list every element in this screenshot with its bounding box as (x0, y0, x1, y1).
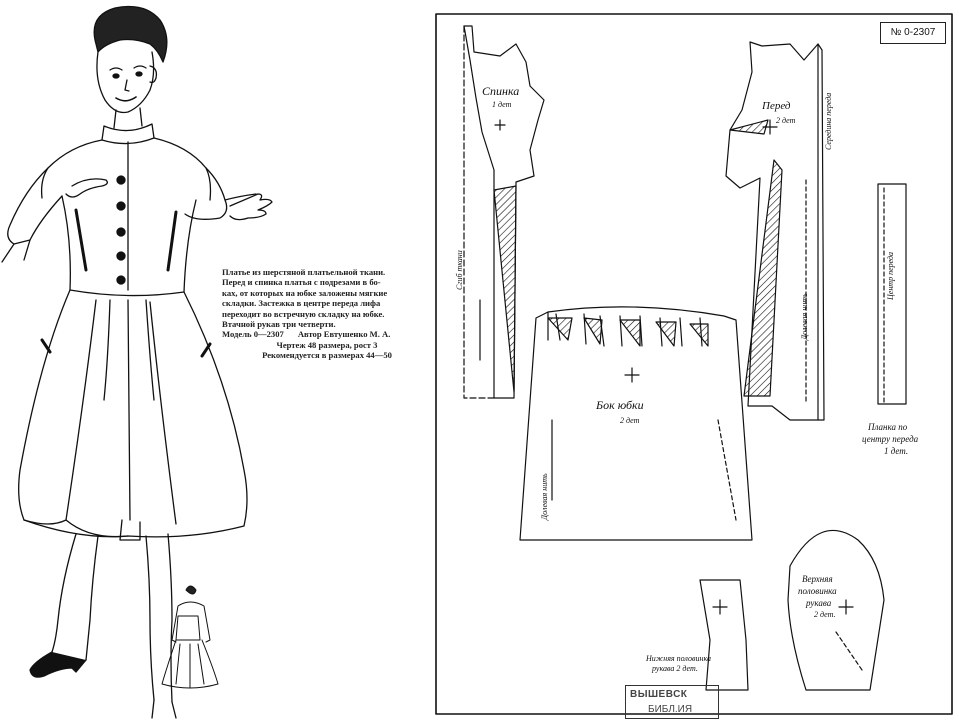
description-line: переходит во встречную складку на юбке. (222, 308, 385, 319)
skirt-pleats (547, 317, 709, 347)
recommended-sizes: Рекомендуется в размерах 44—50 (262, 350, 392, 361)
front-piece-count: 2 дет (776, 116, 796, 125)
lower-sleeve-name-line1: Нижняя половинка (646, 654, 711, 663)
front-middle-label: Середина переда (824, 92, 833, 150)
right-hand (229, 193, 273, 221)
stamp-text-line1: ВЫШЕВСК (630, 689, 688, 700)
shoe-right (151, 699, 177, 719)
library-stamp: ВЫШЕВСК БИБЛ.ИЯ (625, 685, 719, 719)
placket-piece (877, 183, 907, 405)
description-line: Перед и спинка платья с подрезами в бо- (222, 277, 381, 288)
button (116, 201, 126, 211)
upper-sleeve-name-line3: рукава (806, 598, 832, 608)
lower-sleeve-name-line2: рукава 2 дет. (652, 664, 698, 673)
lower-sleeve-piece (699, 579, 749, 691)
placket-center-label: Центр переда (886, 251, 895, 300)
dress-description: Платье из шерстяной платьельной ткани. П… (222, 267, 432, 361)
back-view-thumbnail (161, 585, 219, 689)
button (116, 175, 126, 185)
upper-sleeve-count: 2 дет. (814, 610, 836, 619)
description-line: Втачной рукав три четверти. (222, 319, 336, 330)
right-sleeve (184, 167, 228, 220)
back-piece (463, 25, 545, 399)
left-sleeve (7, 167, 63, 245)
bodice (40, 137, 212, 201)
skirt (18, 289, 248, 538)
skirt-piece (519, 306, 753, 541)
front-grain-label: Долевая нить (800, 293, 809, 340)
back-dart (493, 185, 517, 393)
skirt-piece-name: Бок юбки (596, 398, 644, 412)
back-piece-count: 1 дет (492, 100, 512, 109)
stamp-text-line2: БИБЛ.ИЯ (648, 704, 693, 715)
description-line: Платье из шерстяной платьельной ткани. (222, 267, 386, 277)
hair-outline (93, 5, 168, 63)
drawing-size: Чертеж 48 размера, рост 3 (276, 339, 378, 350)
face-outline (96, 51, 155, 114)
pattern-frame (435, 13, 953, 715)
button (116, 275, 126, 285)
shoe-left (29, 651, 87, 678)
stand-collar (101, 123, 155, 145)
model-label: Модель 0—2307 (222, 329, 284, 340)
placket-name-line1: Планка по (868, 422, 908, 432)
button (116, 227, 126, 237)
back-fold-label: Сгиб ткани (455, 250, 464, 290)
leg-left (51, 533, 77, 653)
upper-sleeve-name-line1: Верхняя (802, 574, 833, 584)
upper-sleeve-piece (787, 529, 885, 691)
left-hand (65, 178, 108, 198)
model-number-box: № 0-2307 (880, 22, 946, 44)
back-piece-name: Спинка (482, 84, 520, 98)
placket-name-line2: центру переда (862, 434, 919, 444)
fashion-illustration (1, 5, 273, 719)
front-piece (725, 41, 825, 421)
button (116, 251, 126, 261)
front-piece-name: Перед (762, 100, 791, 112)
description-line: ках, от которых на юбке заложены мягкие (222, 287, 388, 298)
author-label: Автор Евтушенко М. А. (297, 329, 391, 340)
upper-sleeve-name-line2: половинка (798, 586, 837, 596)
front-dart (743, 159, 783, 397)
model-author-row: Модель 0—2307 Автор Евтушенко М. А. (222, 329, 432, 339)
skirt-grain-label: Долевая нить (540, 473, 549, 520)
leg-right (145, 535, 155, 701)
skirt-piece-count: 2 дет (620, 416, 640, 425)
placket-count: 1 дет. (884, 446, 909, 456)
bust-dart (729, 119, 769, 135)
description-line: складки. Застежка в центре переда лифа (222, 298, 381, 309)
